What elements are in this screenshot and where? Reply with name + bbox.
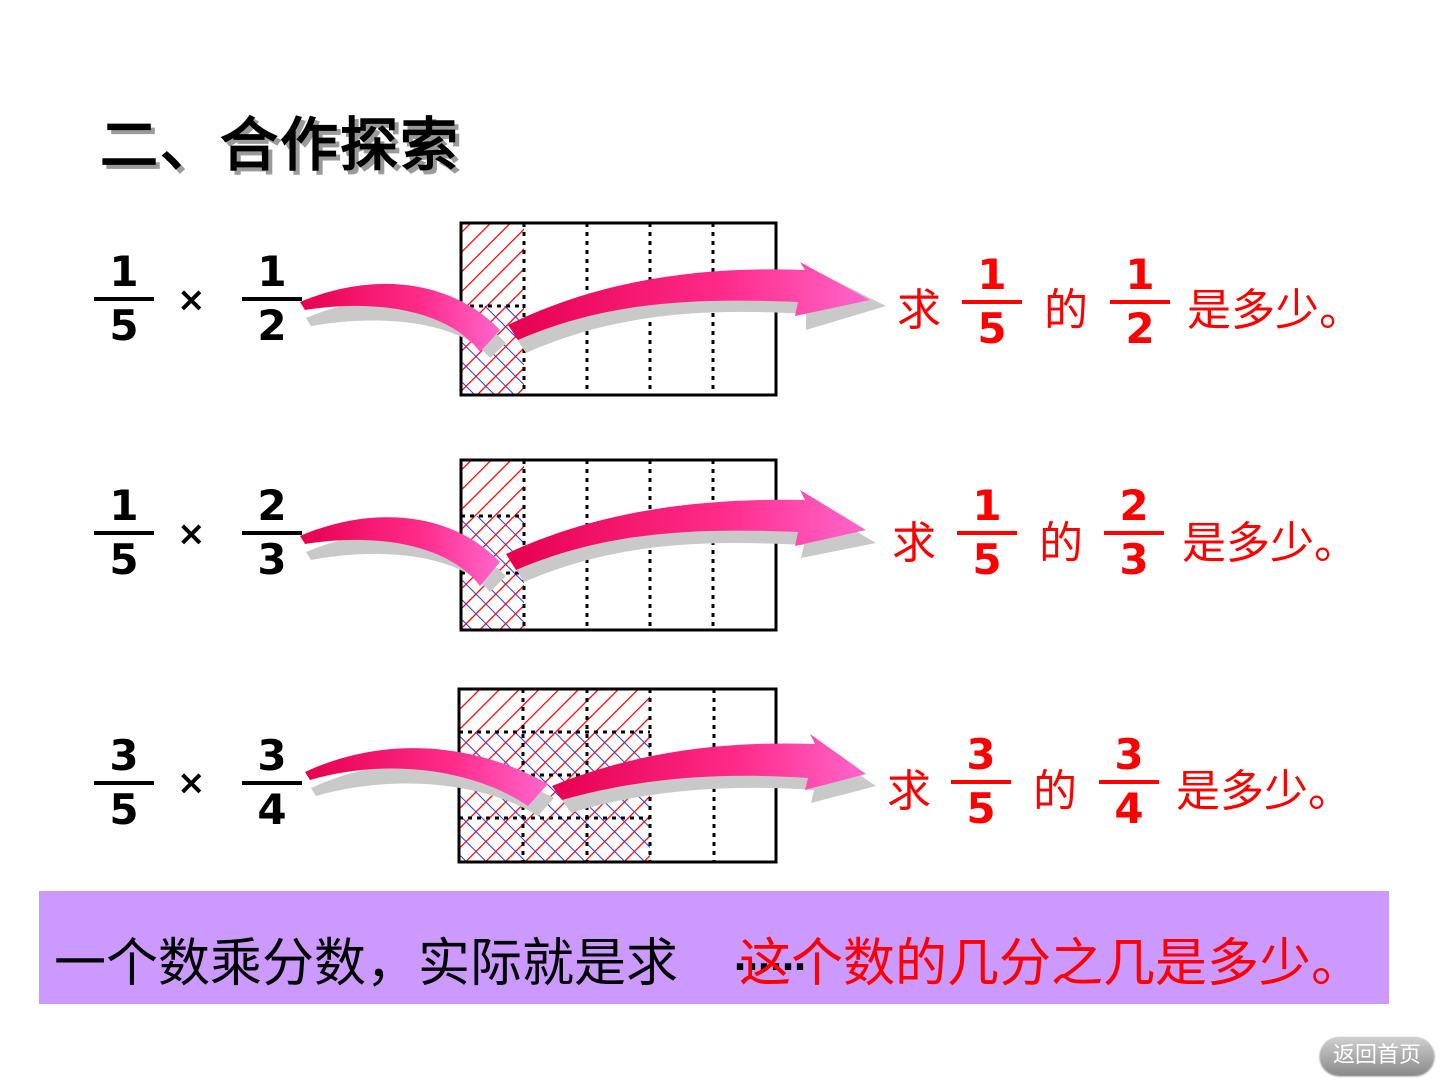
row1-question-suffix: 是多少。 (1187, 285, 1363, 336)
row3-question-mid: 的 (1033, 766, 1077, 817)
numerator: 1 (109, 247, 139, 296)
return-home-button[interactable]: 返回首页 (1320, 1037, 1434, 1075)
denominator: 5 (972, 535, 1002, 584)
row2-question-fraction-b: 2 3 (1104, 484, 1164, 582)
numerator: 1 (972, 481, 1002, 530)
row2-fraction-a: 1 5 (94, 484, 154, 582)
fraction-bar (962, 300, 1022, 304)
fraction-bar (951, 780, 1011, 784)
row1-question-mid: 的 (1044, 285, 1088, 336)
row1-times-sign: × (177, 280, 206, 320)
row2-question-suffix: 是多少。 (1182, 518, 1358, 569)
summary-box: 一个数乘分数，实际就是求 …… 这个数的几分之几是多少。 (39, 891, 1389, 1004)
summary-ellipsis: …… (734, 938, 806, 979)
row2-question-mid: 的 (1039, 518, 1083, 569)
row3-question-fraction-b: 3 4 (1099, 733, 1159, 831)
row1-question-fraction-a: 1 5 (962, 253, 1022, 351)
row3-arrow-in (305, 748, 554, 816)
fraction-bar (1104, 531, 1164, 535)
row2-times-sign: × (177, 514, 206, 554)
numerator: 2 (257, 481, 287, 530)
denominator: 3 (257, 535, 287, 584)
denominator: 4 (1114, 784, 1144, 833)
denominator: 5 (966, 784, 996, 833)
denominator: 2 (257, 301, 287, 350)
numerator: 3 (109, 731, 139, 780)
row1-fraction-a: 1 5 (94, 250, 154, 348)
fraction-bar (94, 531, 154, 535)
row2-arrow-in (300, 517, 506, 592)
fraction-bar (957, 531, 1017, 535)
row2-question-prefix: 求 (892, 518, 936, 569)
numerator: 1 (109, 481, 139, 530)
numerator: 3 (966, 730, 996, 779)
row1-question-prefix: 求 (897, 285, 941, 336)
row2-question-fraction-a: 1 5 (957, 484, 1017, 582)
denominator: 5 (977, 304, 1007, 353)
denominator: 4 (257, 785, 287, 834)
row1-question-fraction-b: 1 2 (1110, 253, 1170, 351)
summary-answer: 这个数的几分之几是多少。 (739, 934, 1364, 994)
numerator: 3 (257, 731, 287, 780)
numerator: 1 (257, 247, 287, 296)
row3-question-prefix: 求 (887, 766, 931, 817)
row3-question-suffix: 是多少。 (1176, 766, 1352, 817)
row2-arrow-out (506, 490, 876, 582)
row1-arrow-in (300, 283, 506, 358)
page-title: 二、合作探索 (100, 111, 461, 179)
summary-statement: 一个数乘分数，实际就是求 (54, 934, 679, 994)
row3-arrow-out (552, 734, 876, 813)
denominator: 5 (109, 535, 139, 584)
fraction-bar (242, 781, 302, 785)
denominator: 3 (1119, 535, 1149, 584)
row1-fraction-b: 1 2 (242, 250, 302, 348)
numerator: 1 (1125, 250, 1155, 299)
row3-fraction-a: 3 5 (94, 734, 154, 832)
fraction-bar (94, 781, 154, 785)
fraction-bar (242, 531, 302, 535)
row2-fraction-b: 2 3 (242, 484, 302, 582)
row3-times-sign: × (177, 763, 206, 803)
fraction-bar (1099, 780, 1159, 784)
row1-arrow-out (508, 262, 886, 353)
denominator: 5 (109, 785, 139, 834)
numerator: 2 (1119, 481, 1149, 530)
denominator: 5 (109, 301, 139, 350)
numerator: 1 (977, 250, 1007, 299)
row3-fraction-b: 3 4 (242, 734, 302, 832)
fraction-bar (242, 297, 302, 301)
denominator: 2 (1125, 304, 1155, 353)
numerator: 3 (1114, 730, 1144, 779)
fraction-bar (94, 297, 154, 301)
fraction-bar (1110, 300, 1170, 304)
row3-question-fraction-a: 3 5 (951, 733, 1011, 831)
